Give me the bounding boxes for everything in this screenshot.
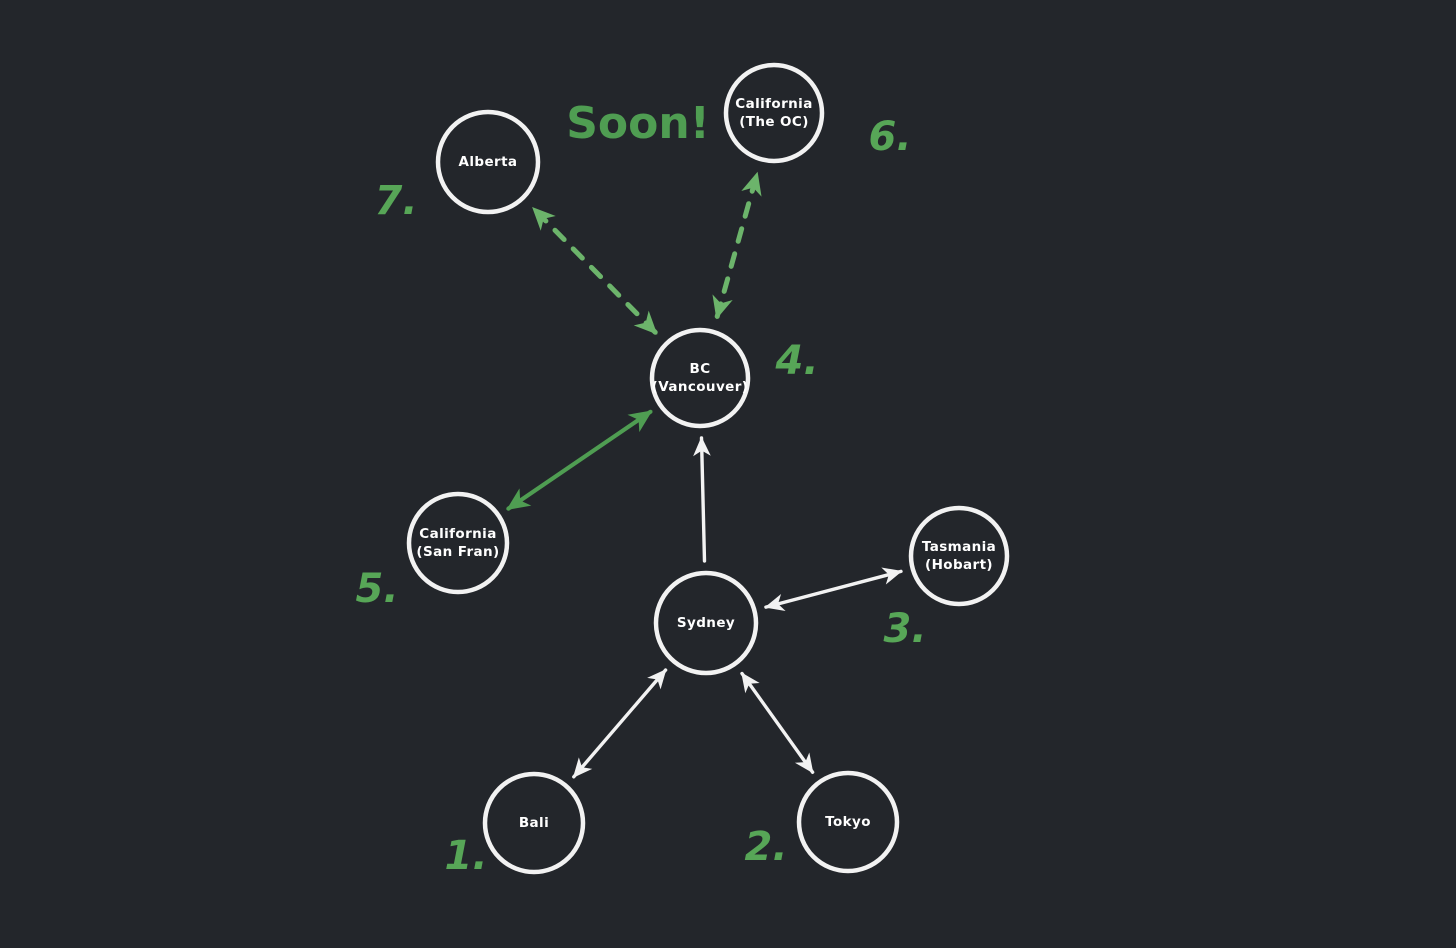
edge-sydney-tasmania <box>764 567 903 612</box>
node-circle-bc <box>649 327 751 429</box>
node-label-tasmania: Tasmania <box>922 539 996 555</box>
node-circle-california_sf <box>406 491 510 595</box>
node-alberta[interactable]: Alberta <box>435 109 541 215</box>
node-label-california_sf: California <box>419 526 496 542</box>
node-label-tokyo: Tokyo <box>825 814 871 830</box>
node-tasmania[interactable]: Tasmania (Hobart) <box>908 505 1010 607</box>
node-circle-alberta <box>435 109 541 215</box>
node-label-california_sf: (San Fran) <box>416 544 499 560</box>
node-circle-california_oc <box>723 62 825 164</box>
node-sydney[interactable]: Sydney <box>653 570 759 676</box>
node-circle-bali <box>482 771 586 875</box>
node-bc[interactable]: BC (Vancouver) <box>649 327 751 429</box>
node-label-california_oc: (The OC) <box>739 114 809 130</box>
node-tokyo[interactable]: Tokyo <box>796 770 900 874</box>
node-circle-sydney <box>653 570 759 676</box>
step-5-label: 5. <box>355 566 398 612</box>
annotations-layer: Soon! <box>566 98 710 149</box>
node-label-bc: BC <box>690 361 711 377</box>
edge-bali-sydney <box>572 668 668 779</box>
node-label-alberta: Alberta <box>459 154 518 170</box>
step-6-label: 6. <box>868 114 911 160</box>
soon-label: Soon! <box>566 98 710 149</box>
step-3-label: 3. <box>883 606 926 652</box>
node-label-tasmania: (Hobart) <box>925 557 993 573</box>
node-california_sf[interactable]: California (San Fran) <box>406 491 510 595</box>
step-4-label: 4. <box>774 338 818 384</box>
node-california_oc[interactable]: California (The OC) <box>723 62 825 164</box>
node-label-bc: (Vancouver) <box>652 379 749 395</box>
node-label-sydney: Sydney <box>677 615 735 631</box>
step-numbers-layer: 1. 2. 3. 4. 5. 6. 7. <box>355 114 926 879</box>
step-2-label: 2. <box>744 824 787 870</box>
edges-layer <box>506 171 903 779</box>
edge-sf-bc <box>506 409 653 511</box>
step-1-label: 1. <box>444 833 487 879</box>
node-label-bali: Bali <box>519 815 549 831</box>
edge-sydney-bc <box>693 436 711 563</box>
node-circle-tasmania <box>908 505 1010 607</box>
node-label-california_oc: California <box>735 96 812 112</box>
edge-bc-oc <box>712 171 762 320</box>
step-7-label: 7. <box>374 178 417 224</box>
edge-bc-alberta <box>531 206 658 335</box>
node-circle-tokyo <box>796 770 900 874</box>
node-bali[interactable]: Bali <box>482 771 586 875</box>
edge-tokyo-sydney <box>740 671 815 774</box>
